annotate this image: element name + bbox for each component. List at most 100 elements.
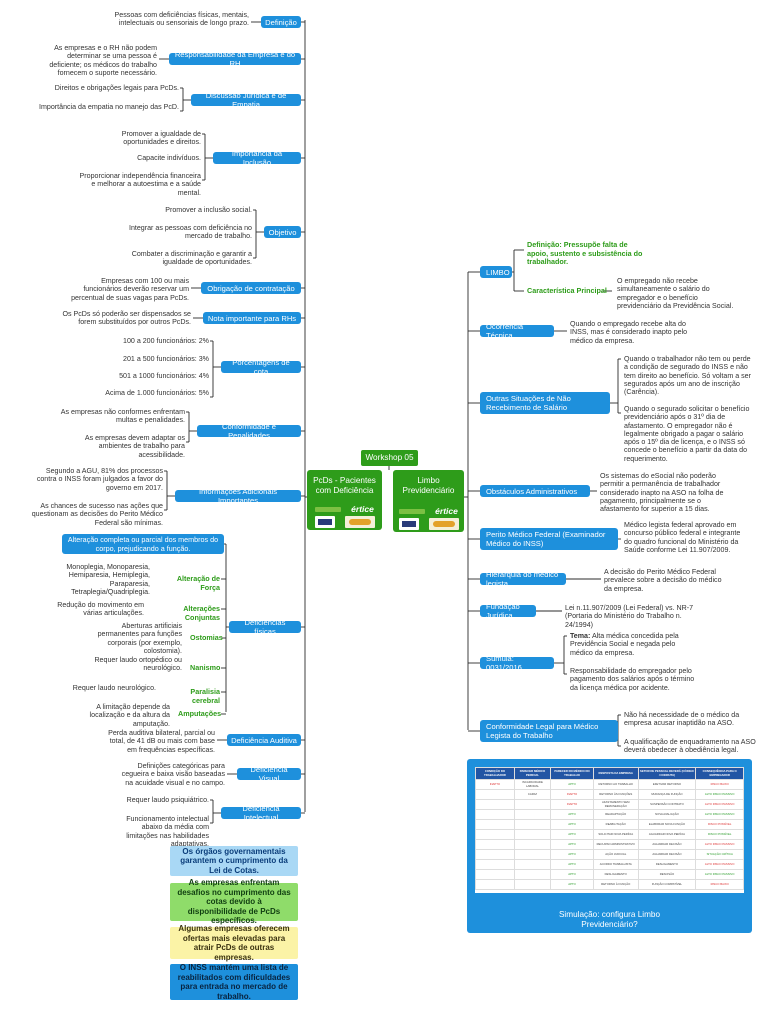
right-branch-1[interactable]: Ocorrência Técnica bbox=[480, 322, 554, 340]
branch-note: Promover a igualdade de oportunidades e … bbox=[121, 130, 201, 147]
physical-sub-4: Paralisia cerebral bbox=[190, 687, 220, 705]
branch-6[interactable]: Nota importante para RHs bbox=[203, 312, 301, 324]
sim-cell: RETORNO À FUNÇÃO bbox=[593, 879, 639, 890]
sim-cell: APTO bbox=[550, 829, 595, 840]
sim-cell: RISCO POSSÍVEL bbox=[695, 829, 744, 840]
branch-note: Integrar as pessoas com deficiência no m… bbox=[128, 224, 252, 241]
sim-cell: DESLIGAMENTO bbox=[637, 859, 697, 870]
right-note: A qualificação de enquadramento na ASO d… bbox=[624, 738, 756, 755]
branch-note: Proporcionar independência financeira e … bbox=[79, 172, 201, 197]
sim-cell: ALTO RISCO PASSIVO bbox=[695, 809, 744, 820]
branch-note: As empresas não conformes enfrentam mult… bbox=[60, 408, 185, 425]
sim-cell: AÇÃO JUDICIAL bbox=[593, 849, 639, 860]
right-note: A decisão do Perito Médico Federal preva… bbox=[604, 568, 722, 593]
branch-note: Acima de 1.000 funcionários: 5% bbox=[105, 389, 209, 397]
right-note: Lei n.11.907/2009 (Lei Federal) vs. NR-7… bbox=[565, 604, 694, 629]
summary-box-0: Os órgãos governamentais garantem o cump… bbox=[170, 846, 298, 876]
sim-header-cell: PARECER MÉDICO PERICIAL bbox=[513, 767, 552, 780]
sim-cell: RETORNO AO TRABALHO bbox=[593, 779, 639, 790]
branch-11[interactable]: Deficiência Auditiva bbox=[227, 734, 301, 746]
branch-1[interactable]: Responsabilidade da Empresa e do RH bbox=[169, 50, 301, 68]
sim-cell: FUNÇÃO COMPATÍVEL bbox=[637, 879, 697, 890]
right-branch-3[interactable]: Obstáculos Administrativos bbox=[480, 485, 590, 497]
sim-cell: APTO bbox=[550, 879, 595, 890]
branch-13[interactable]: Deficiência Intelectual bbox=[221, 804, 301, 822]
branch-note: As empresas devem adaptar os ambientes d… bbox=[84, 434, 185, 459]
sim-cell: APTO bbox=[550, 809, 595, 820]
sim-cell bbox=[513, 879, 552, 890]
sim-cell bbox=[475, 819, 515, 830]
right-branch-0[interactable]: LIMBO bbox=[480, 266, 512, 278]
branch-note: 100 a 200 funcionários: 2% bbox=[123, 337, 209, 345]
branch-note: 501 a 1000 funcionários: 4% bbox=[119, 372, 209, 380]
institution-seal bbox=[398, 518, 419, 530]
sim-cell bbox=[475, 809, 515, 820]
sim-cell: AFASTAMENTO SEM REMUNERAÇÃO bbox=[593, 799, 639, 810]
institution-seal bbox=[314, 516, 335, 528]
central-node-limbo-seals bbox=[393, 518, 464, 530]
ertice-logo: értice bbox=[351, 504, 374, 514]
institution-logo bbox=[428, 518, 459, 530]
right-branch-7[interactable]: Súmula: 0031/2016 bbox=[480, 654, 554, 672]
sim-cell: ALTO RISCO PASSIVO bbox=[695, 859, 744, 870]
sim-cell: RECURSO ADMINISTRATIVO bbox=[593, 839, 639, 850]
sim-cell bbox=[513, 849, 552, 860]
sim-cell bbox=[513, 829, 552, 840]
branch-12[interactable]: Deficiência Visual bbox=[237, 765, 301, 783]
branch-0[interactable]: Definição bbox=[261, 16, 301, 28]
branch-note: As empresas e o RH não podem determinar … bbox=[49, 44, 157, 77]
branch-8[interactable]: Conformidade e Penalidades bbox=[197, 422, 301, 440]
institution-logo bbox=[344, 516, 375, 528]
central-node-pcds-title: PcDs - Pacientes com Deficiência bbox=[313, 476, 376, 495]
physical-sub-note: Requer laudo ortopédico ou neurológico. bbox=[94, 656, 182, 673]
right-branch-6[interactable]: Fundação Jurídica bbox=[480, 602, 536, 620]
branch-4[interactable]: Objetivo bbox=[264, 226, 301, 238]
sim-cell bbox=[513, 819, 552, 830]
sim-cell: APTO bbox=[550, 869, 595, 880]
branch-9[interactable]: Informações Adicionais Importantes bbox=[175, 487, 301, 505]
right-branch-2[interactable]: Outras Situações de Não Recebimento de S… bbox=[480, 392, 610, 414]
branch-deficiencias-fisicas[interactable]: Deficiências físicas bbox=[229, 618, 301, 636]
sim-cell: ACORDO TRABALHISTA bbox=[593, 859, 639, 870]
branch-note: As chances de sucesso nas ações que ques… bbox=[31, 502, 163, 527]
sim-cell: MUDANÇA DE FUNÇÃO bbox=[637, 789, 697, 800]
sim-cell bbox=[475, 859, 515, 870]
sim-cell: INAPTO bbox=[550, 789, 595, 800]
sim-header-cell: CONSEQUÊNCIA PARA O EMPREGADOR bbox=[695, 767, 744, 780]
branch-note: Combater a discriminação e garantir a ig… bbox=[131, 250, 252, 267]
sim-cell bbox=[475, 829, 515, 840]
sim-cell: READAPTAÇÃO bbox=[593, 809, 639, 820]
central-node-pcds-seals bbox=[307, 516, 382, 528]
right-branch-8[interactable]: Conformidade Legal para Médico Legista d… bbox=[480, 720, 618, 742]
branch-5[interactable]: Obrigação de contratação bbox=[201, 282, 301, 294]
branch-note: Promover a inclusão social. bbox=[165, 206, 252, 214]
sim-cell: ELABORAR NOVA FUNÇÃO bbox=[637, 819, 697, 830]
sim-cell: INAPTO bbox=[550, 799, 595, 810]
branch-2[interactable]: Discussão Jurídica e de Empatia bbox=[191, 91, 301, 109]
summary-box-1: As empresas enfrentam desafios no cumpri… bbox=[170, 878, 298, 925]
physical-sub-note: Requer laudo neurológico. bbox=[72, 684, 156, 692]
right-note: Os sistemas do eSocial não poderão permi… bbox=[600, 472, 724, 514]
physical-sub-note: Aberturas artificiais permanentes para f… bbox=[97, 622, 182, 655]
right-branch-5[interactable]: Hierarquia do médico legista bbox=[480, 570, 566, 588]
branch-7[interactable]: Porcentagens de cota bbox=[221, 358, 301, 376]
right-branch-4[interactable]: Perito Médico Federal (Examinador Médico… bbox=[480, 528, 618, 550]
branch-3[interactable]: Importância da Inclusão bbox=[213, 149, 301, 167]
sim-cell: AGUARDAR NOVA PERÍCIA bbox=[637, 829, 697, 840]
central-node-pcds[interactable]: PcDs - Pacientes com Deficiência értice bbox=[307, 470, 382, 530]
sim-cell bbox=[475, 789, 515, 800]
sim-cell bbox=[475, 839, 515, 850]
branch-note: Direitos e obrigações legais para PcDs. bbox=[54, 84, 179, 92]
sumula-theme-label: Tema: bbox=[570, 632, 591, 640]
sim-header-cell: PARECER DO MÉDICO DO TRABALHO bbox=[550, 767, 595, 780]
